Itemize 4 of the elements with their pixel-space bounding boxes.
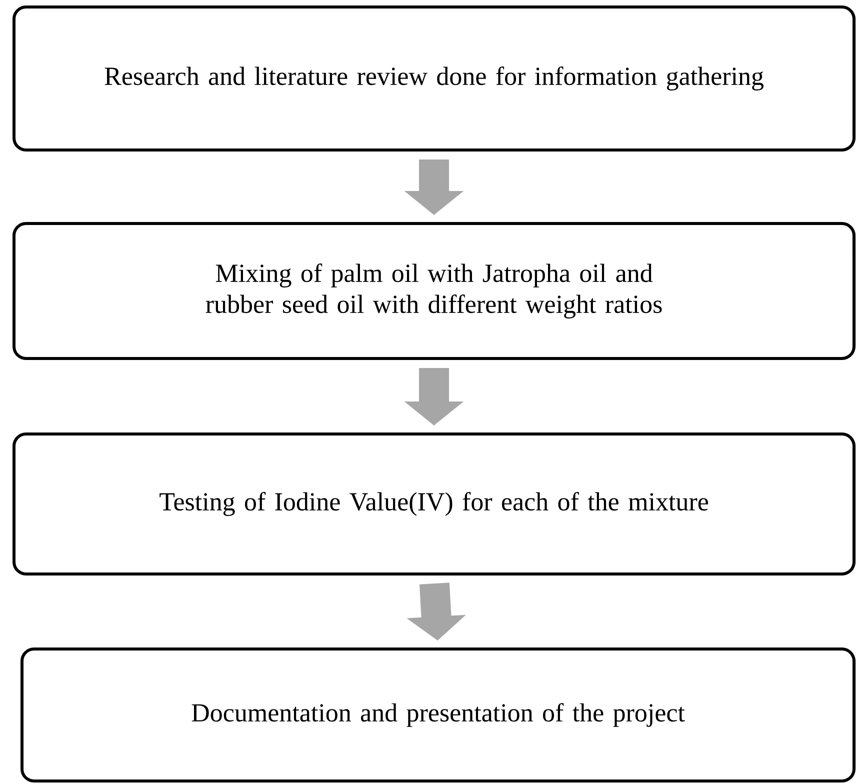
process-box: Mixing of palm oil with Jatropha oil and rubber seed oil with different weight ratios bbox=[12, 222, 856, 360]
process-box: Testing of Iodine Value(IV) for each of the mixture bbox=[12, 432, 856, 576]
process-box: Documentation and presentation of the project bbox=[20, 648, 856, 782]
process-box: Research and literature review done for information gathering bbox=[12, 5, 856, 152]
